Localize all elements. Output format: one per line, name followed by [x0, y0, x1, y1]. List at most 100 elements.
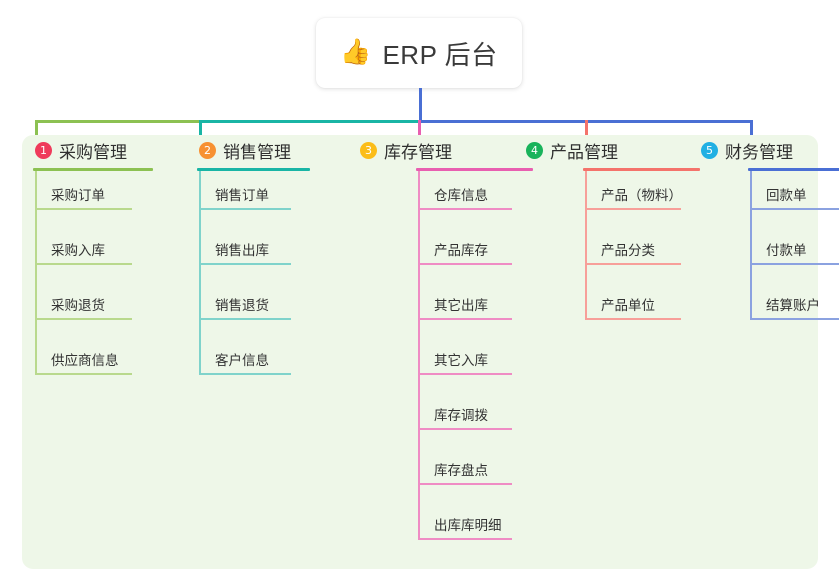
branch-item-rule [418, 483, 512, 485]
branch-items-5: 回款单付款单结算账户 [688, 171, 839, 336]
branch-column-5: 5 财务管理回款单付款单结算账户 [688, 135, 839, 336]
thumbs-up-icon: 👍 [340, 37, 372, 66]
branch-item[interactable]: 采购订单 [22, 171, 186, 226]
branch-item-label: 供应商信息 [51, 353, 119, 368]
branch-item-label: 付款单 [766, 243, 807, 258]
branch-item-rule [199, 263, 291, 265]
branch-item-rule [418, 208, 512, 210]
branch-item-rule [35, 263, 132, 265]
branch-column-3: 3 库存管理仓库信息产品库存其它出库其它入库库存调拨库存盘点出库库明细 [347, 135, 533, 556]
branch-items-1: 采购订单采购入库采购退货供应商信息 [22, 171, 186, 391]
branch-item-rule [418, 428, 512, 430]
branch-item-rule [199, 318, 291, 320]
branch-item-label: 客户信息 [215, 353, 269, 368]
branch-items-4: 产品（物料） 产品分类产品单位 [513, 171, 688, 336]
branch-item[interactable]: 产品库存 [347, 226, 513, 281]
branch-item-rule [418, 538, 512, 540]
branch-item-label: 其它入库 [434, 353, 488, 368]
branch-item-label: 结算账户 [766, 298, 820, 313]
branch-spine-2 [199, 171, 201, 375]
branch-item[interactable]: 回款单 [688, 171, 839, 226]
branch-item-rule [585, 318, 681, 320]
branch-spine-3 [418, 171, 420, 540]
branch-header-rule-3 [416, 168, 533, 171]
branch-item[interactable]: 出库库明细 [347, 501, 513, 556]
branch-spine-4 [585, 171, 587, 320]
branch-title-5: 财务管理 [725, 142, 793, 162]
branch-badge-2: 2 [199, 141, 216, 159]
branch-title-4: 产品管理 [550, 142, 618, 162]
branch-column-2: 2 销售管理销售订单销售出库销售退货客户信息 [186, 135, 347, 391]
branch-item-rule [199, 208, 291, 210]
branch-item-rule [750, 318, 839, 320]
branch-item[interactable]: 供应商信息 [22, 336, 186, 391]
bus-segment-1 [35, 120, 202, 123]
branch-item[interactable]: 销售订单 [186, 171, 347, 226]
branch-title-2: 销售管理 [223, 142, 291, 162]
branch-item-rule [585, 263, 681, 265]
branch-item-rule [35, 318, 132, 320]
branch-item-rule [35, 208, 132, 210]
root-node-card[interactable]: 👍 ERP 后台 [316, 18, 522, 88]
branches-panel [22, 135, 818, 569]
branch-item-label: 采购入库 [51, 243, 105, 258]
root-node-content: 👍 ERP 后台 [340, 35, 497, 72]
branch-badge-3: 3 [360, 141, 377, 159]
branch-header-3[interactable]: 3 库存管理 [347, 135, 513, 165]
branch-item-label: 库存调拨 [434, 408, 488, 423]
branch-item-label: 产品库存 [434, 243, 488, 258]
branch-spine-5 [750, 171, 752, 320]
branch-item[interactable]: 销售出库 [186, 226, 347, 281]
branch-header-rule-2 [197, 168, 310, 171]
branch-item[interactable]: 库存盘点 [347, 446, 513, 501]
branch-item[interactable]: 产品分类 [513, 226, 688, 281]
branch-item-label: 产品（物料） [601, 188, 682, 203]
branch-item-rule [418, 318, 512, 320]
branch-items-2: 销售订单销售出库销售退货客户信息 [186, 171, 347, 391]
branch-badge-1: 1 [35, 141, 52, 159]
branch-title-1: 采购管理 [59, 142, 127, 162]
branch-item-label: 采购订单 [51, 188, 105, 203]
branch-header-rule-1 [33, 168, 153, 171]
branch-item-label: 产品单位 [601, 298, 655, 313]
root-node-label: ERP 后台 [382, 39, 498, 70]
branch-item-rule [750, 263, 839, 265]
branch-item-label: 销售订单 [215, 188, 269, 203]
branch-item[interactable]: 采购退货 [22, 281, 186, 336]
branch-item-rule [199, 373, 291, 375]
branch-spine-1 [35, 171, 37, 375]
root-stem [419, 88, 422, 123]
branch-header-5[interactable]: 5 财务管理 [688, 135, 838, 165]
branch-item-label: 销售出库 [215, 243, 269, 258]
branch-header-1[interactable]: 1 采购管理 [22, 135, 186, 165]
branch-item-rule [418, 373, 512, 375]
branch-item-label: 库存盘点 [434, 463, 488, 478]
branch-item-rule [35, 373, 132, 375]
branch-item-label: 其它出库 [434, 298, 488, 313]
branch-item[interactable]: 付款单 [688, 226, 839, 281]
branch-title-3: 库存管理 [384, 142, 452, 162]
branch-item-label: 采购退货 [51, 298, 105, 313]
bus-segment-2 [199, 120, 421, 123]
branch-item[interactable]: 产品（物料） [513, 171, 688, 226]
branch-item[interactable]: 库存调拨 [347, 391, 513, 446]
branch-item[interactable]: 其它出库 [347, 281, 513, 336]
branch-item[interactable]: 采购入库 [22, 226, 186, 281]
branch-column-1: 1 采购管理采购订单采购入库采购退货供应商信息 [22, 135, 186, 391]
branch-item-rule [585, 208, 681, 210]
branch-item-label: 产品分类 [601, 243, 655, 258]
branch-item-label: 回款单 [766, 188, 807, 203]
branch-item[interactable]: 销售退货 [186, 281, 347, 336]
branch-item[interactable]: 产品单位 [513, 281, 688, 336]
branch-badge-5: 5 [701, 141, 718, 159]
branch-header-rule-4 [583, 168, 700, 171]
branch-item[interactable]: 仓库信息 [347, 171, 513, 226]
branch-item-label: 仓库信息 [434, 188, 488, 203]
branch-item[interactable]: 其它入库 [347, 336, 513, 391]
branch-item[interactable]: 结算账户 [688, 281, 839, 336]
branch-header-2[interactable]: 2 销售管理 [186, 135, 347, 165]
branch-item[interactable]: 客户信息 [186, 336, 347, 391]
